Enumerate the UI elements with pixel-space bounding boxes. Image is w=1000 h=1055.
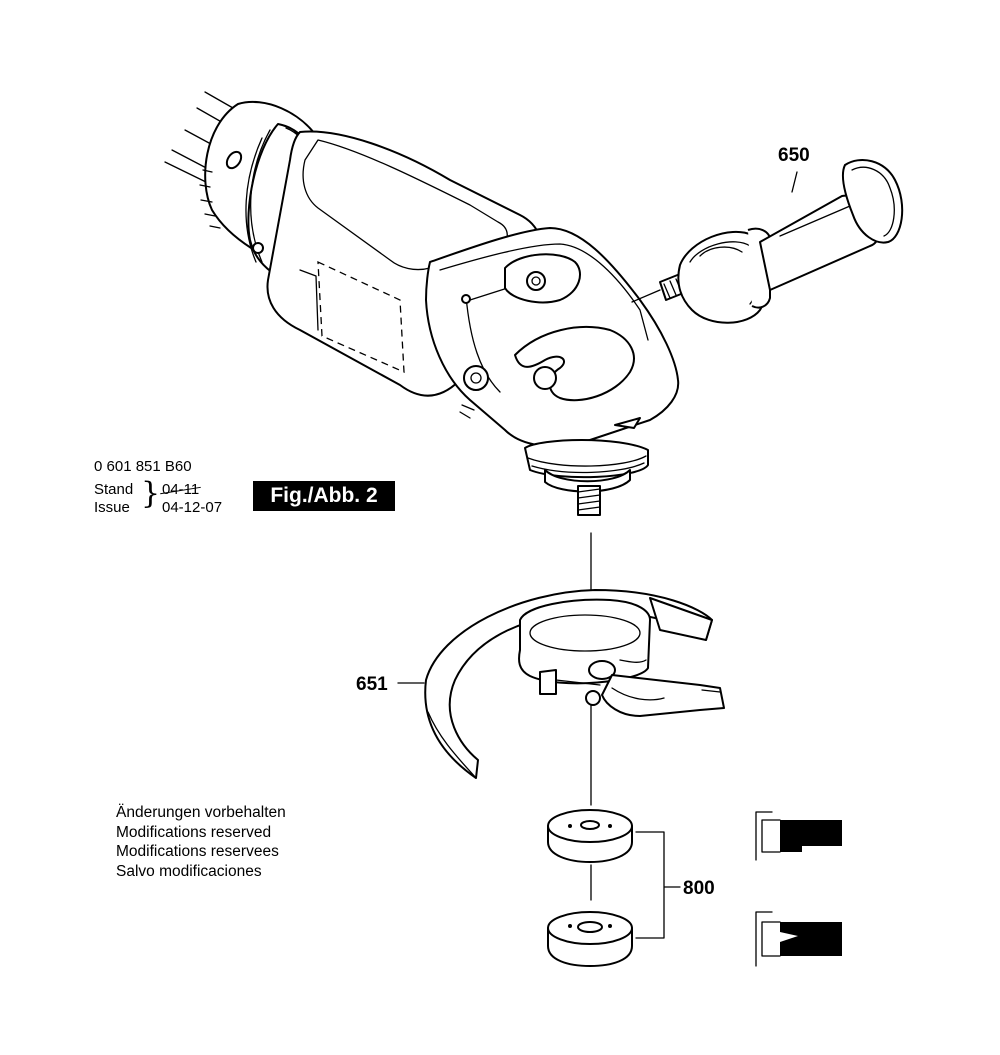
issue-value: 04-12-07 [162, 499, 223, 516]
callout-650: 650 [778, 145, 810, 166]
issue-label: Issue [94, 499, 130, 516]
stand-label: Stand [94, 481, 134, 498]
note-line: Modifications reserved [116, 823, 272, 841]
side-handle-650 [631, 159, 904, 324]
callout-651: 651 [356, 674, 388, 695]
figure-label: Fig./Abb. 2 [253, 481, 395, 511]
part-number: 0 601 851 B60 [94, 458, 192, 475]
note-line: Modifications reservees [116, 843, 279, 860]
note-line: Salvo modificaciones [116, 862, 262, 880]
brace-symbol: } [141, 476, 161, 511]
callout-800: 800 [683, 878, 715, 899]
wheel-guard-651 [424, 589, 725, 779]
grinder-body [164, 91, 680, 516]
modification-notes: Änderungen vorbehalten Modifications res… [116, 803, 286, 881]
stand-value: 04-11 [162, 481, 200, 498]
note-line: Änderungen vorbehalten [116, 804, 286, 821]
flanges-800 [547, 809, 842, 967]
